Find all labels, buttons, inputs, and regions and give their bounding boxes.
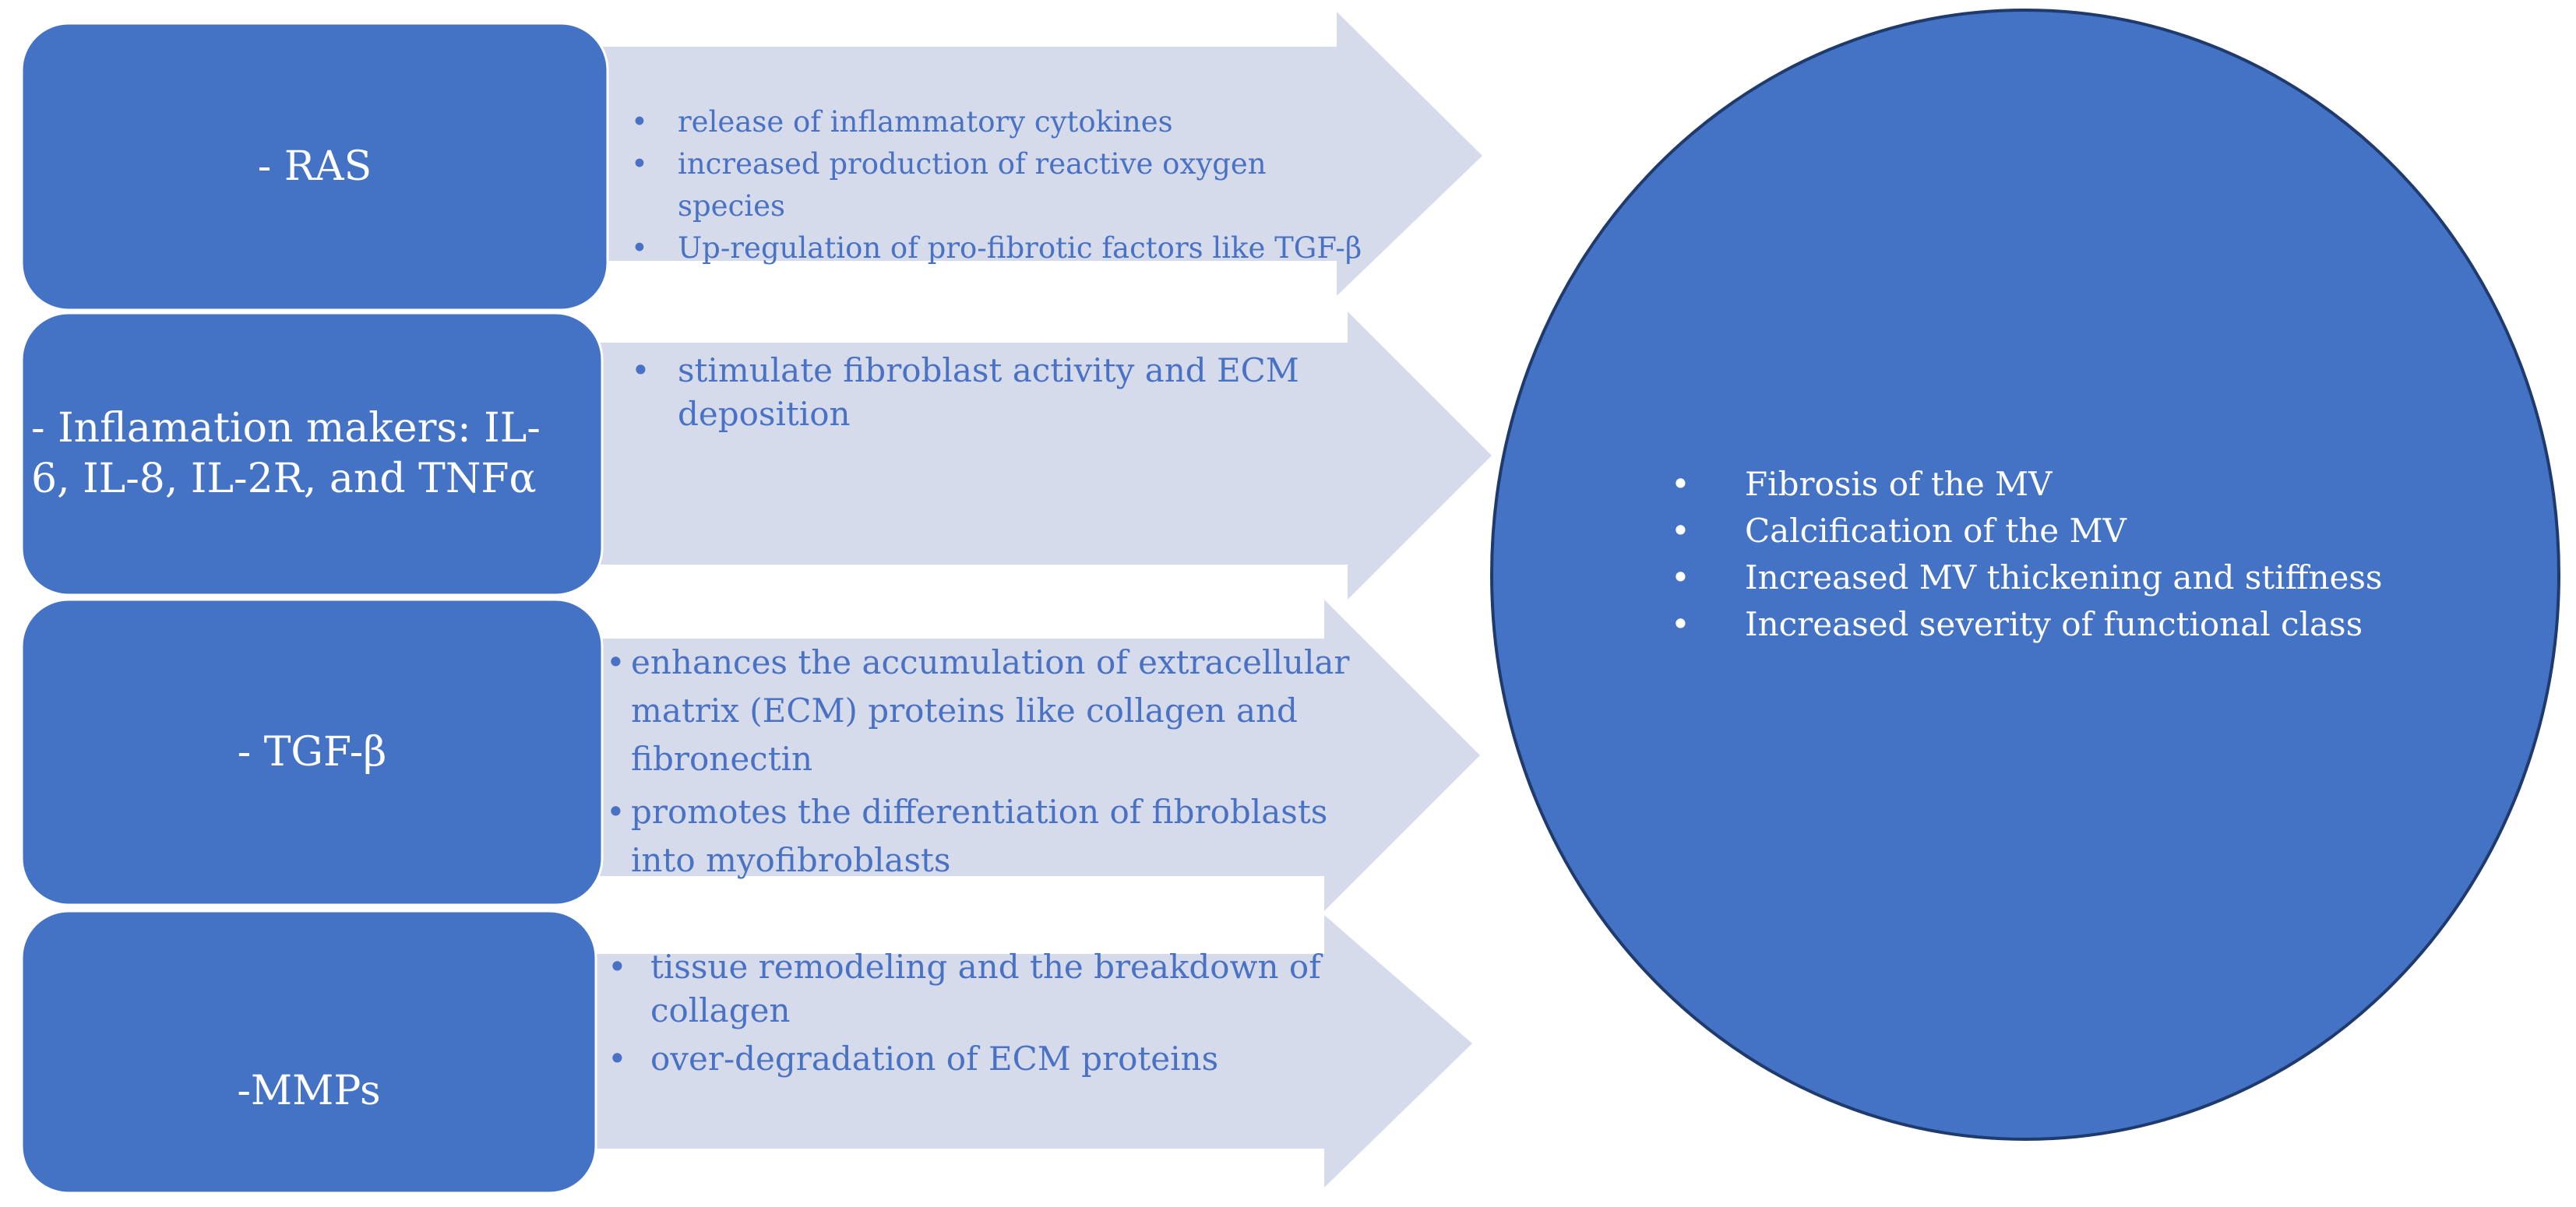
factor-box-inflammation [20, 311, 604, 596]
bullet-icon: • [631, 231, 648, 265]
effect-item: •enhances the accumulation of extracellu… [600, 639, 1363, 783]
outcome-item: •Fibrosis of the MV [1671, 461, 2450, 508]
bullet-icon: • [631, 351, 650, 389]
effects-tgf: •enhances the accumulation of extracellu… [600, 639, 1363, 885]
effect-item: •increased production of reactive oxygen… [623, 143, 1371, 227]
outcome-circle [1490, 9, 2560, 1141]
arrow-shape-ras [592, 12, 1482, 296]
arrow-shape-tgf [592, 600, 1480, 911]
bullet-icon: • [1671, 558, 1690, 596]
bullet-icon: • [631, 147, 648, 181]
arrow-shape-mmps [592, 915, 1472, 1188]
factor-label-ras-text: - RAS [257, 143, 372, 190]
bullet-icon: • [1671, 512, 1690, 550]
factor-label-mmps-text: -MMPs [237, 1067, 381, 1114]
arrow-shape-inflammation [592, 311, 1492, 600]
factor-label-inflammation: - Inflamation makers: IL-6, IL-8, IL-2R,… [22, 313, 602, 595]
effect-item: •tissue remodeling and the breakdown of … [600, 945, 1363, 1033]
bullet-icon: • [608, 1040, 627, 1078]
factor-label-tgf: - TGF-β [22, 600, 602, 905]
effect-item: •release of inflammatory cytokines [623, 101, 1371, 143]
effect-item: •Up-regulation of pro-fibrotic factors l… [623, 227, 1371, 269]
outcome-item: •Calcification of the MV [1671, 508, 2450, 554]
factor-label-mmps: -MMPs [22, 911, 596, 1193]
effects-ras: •release of inflammatory cytokines •incr… [623, 101, 1371, 269]
outcome-item: •Increased severity of functional class [1671, 601, 2450, 648]
outcomes-list: •Fibrosis of the MV •Calcification of th… [1671, 461, 2450, 648]
outcome-item: •Increased MV thickening and stiffness [1671, 554, 2450, 601]
factor-box-mmps [20, 910, 597, 1195]
effects-inflammation: •stimulate fibroblast activity and ECM d… [623, 349, 1371, 436]
factor-label-ras: - RAS [22, 23, 608, 310]
factor-box-tgf [20, 598, 604, 906]
factor-label-tgf-text: - TGF-β [237, 728, 387, 776]
bullet-icon: • [606, 793, 625, 831]
effect-item: •stimulate fibroblast activity and ECM d… [623, 349, 1371, 436]
bullet-icon: • [1671, 605, 1690, 643]
factor-box-ras [20, 22, 609, 311]
effect-item: •promotes the differentiation of fibrobl… [600, 788, 1363, 885]
effect-item: •over-degradation of ECM proteins [600, 1037, 1363, 1081]
bullet-icon: • [1671, 465, 1690, 503]
bullet-icon: • [608, 948, 627, 986]
bullet-icon: • [606, 643, 625, 681]
bullet-icon: • [631, 105, 648, 139]
effects-mmps: •tissue remodeling and the breakdown of … [600, 945, 1363, 1081]
factor-label-inflammation-text: - Inflamation makers: IL-6, IL-8, IL-2R,… [31, 405, 541, 502]
